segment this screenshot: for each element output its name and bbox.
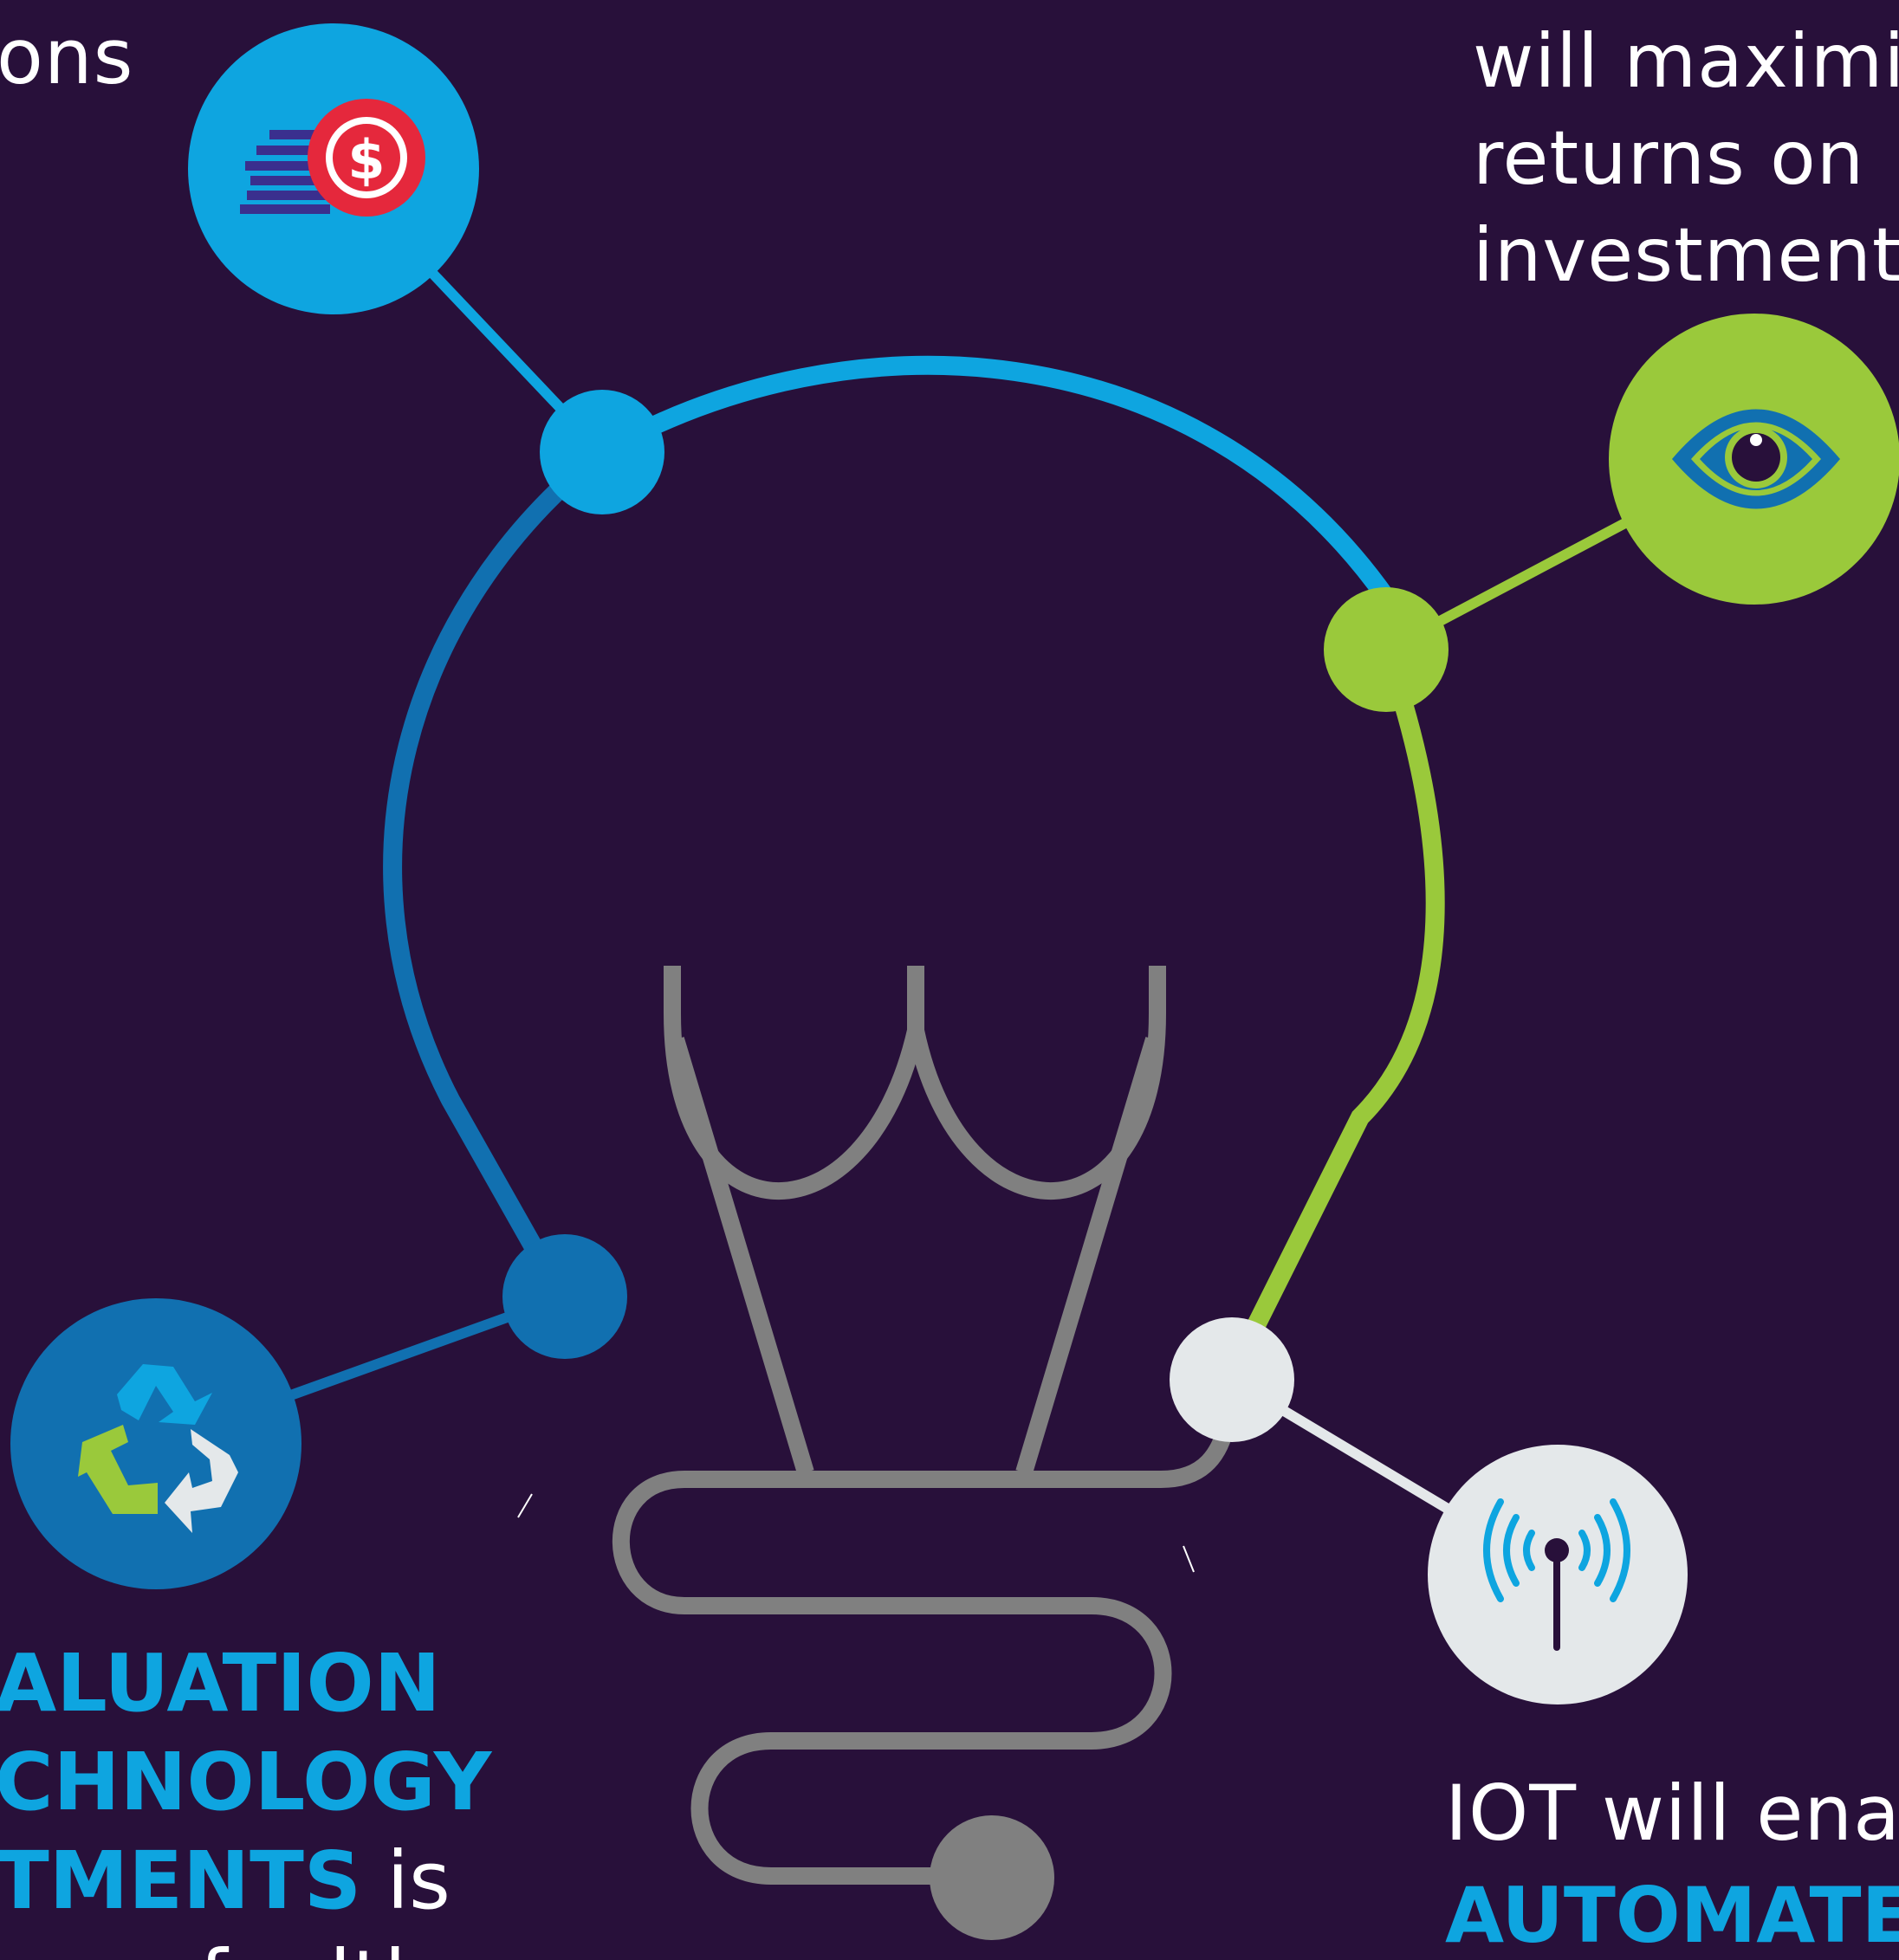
text-top-left-fragment: ons	[0, 12, 134, 101]
node-bottom-right	[1170, 1317, 1294, 1442]
text-bottom-left-line4: f	[199, 1940, 228, 1960]
bulb-arc-left-blue	[383, 443, 612, 1309]
recycle-icon	[10, 1298, 301, 1589]
text-bottom-left-line4-rest: lth	[329, 1940, 436, 1960]
bulb-arc-top-blue	[593, 355, 1396, 607]
text-bottom-left-line3: TMENTS is	[0, 1841, 450, 1921]
eye-icon	[1609, 314, 1899, 605]
bulb-filament	[664, 966, 1166, 1475]
text-bottom-left-line3-bold: TMENTS	[0, 1834, 362, 1927]
coins-dollar-icon: $	[188, 23, 479, 314]
node-top-left	[540, 390, 664, 514]
svg-text:$: $	[347, 128, 385, 191]
text-bottom-right-line2: AUTOMATE	[1445, 1871, 1899, 1960]
bulb-base-coil	[612, 1377, 1239, 1885]
decor-tick-left	[517, 1493, 533, 1518]
node-top-right	[1324, 587, 1449, 712]
text-bottom-left-line1: ALUATION	[0, 1637, 441, 1730]
decor-tick-right	[1183, 1545, 1195, 1573]
text-bottom-right-line1: IOT will enal	[1445, 1769, 1899, 1858]
text-top-right-line2: returns on	[1473, 115, 1865, 202]
bulb-base-end-node	[930, 1815, 1054, 1940]
text-top-right-line1: will maximi	[1473, 18, 1899, 105]
text-bottom-left-line3-rest: is	[361, 1834, 450, 1927]
bulb-arc-right-green	[1221, 640, 1445, 1387]
text-top-right-line3: investment	[1473, 212, 1899, 299]
text-bottom-left-line2: CHNOLOGY	[0, 1736, 492, 1828]
node-bottom-left	[502, 1234, 627, 1359]
antenna-signal-icon	[1428, 1445, 1688, 1704]
